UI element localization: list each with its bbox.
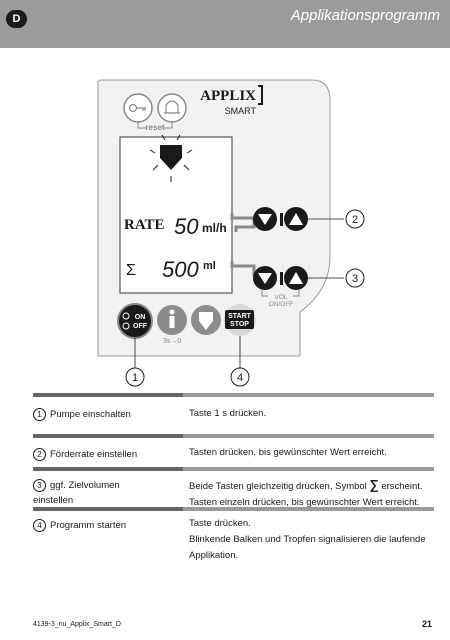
volume-up-button[interactable] xyxy=(284,266,308,290)
svg-text:1: 1 xyxy=(132,372,138,384)
step-4-desc: Taste drücken. Blinkende Balken und Trop… xyxy=(189,518,426,561)
svg-text:ON: ON xyxy=(135,314,146,321)
bell-icon xyxy=(157,93,187,123)
rate-down-button[interactable] xyxy=(253,207,277,231)
volume-unit: ml xyxy=(203,260,216,272)
svg-text:3: 3 xyxy=(352,273,358,285)
info-hint: 3s→0 xyxy=(163,338,181,345)
callout-1: 1 xyxy=(125,367,145,387)
svg-text:OFF: OFF xyxy=(133,323,148,330)
step-1-desc: Taste 1 s drücken. xyxy=(189,408,267,419)
vol-label: VOL xyxy=(274,294,287,301)
svg-text:4: 4 xyxy=(237,372,243,384)
callout-4: 4 xyxy=(230,367,250,387)
drop-button[interactable] xyxy=(191,305,221,335)
rate-up-button[interactable] xyxy=(284,207,308,231)
step-2-desc: Tasten drücken, bis gewünschter Wert err… xyxy=(189,447,387,458)
reset-label: reset xyxy=(145,123,164,132)
brand-logo: APPLIX xyxy=(200,88,256,104)
step-divider xyxy=(33,393,434,397)
rate-label: RATE xyxy=(124,217,165,233)
info-button[interactable] xyxy=(157,305,187,335)
rate-unit: ml/h xyxy=(202,221,227,235)
pump-illustration: APPLIX SMART reset RATE 50 ml/h Σ 500 ml xyxy=(97,79,365,387)
page-number: 21 xyxy=(421,619,432,629)
sum-symbol: Σ xyxy=(126,262,136,279)
language-badge: D xyxy=(6,10,27,28)
step-divider xyxy=(33,467,434,471)
svg-text:STOP: STOP xyxy=(230,321,249,328)
svg-text:2: 2 xyxy=(352,214,358,226)
callout-3: 3 xyxy=(345,268,365,288)
document-id: 4139-3_nu_Applix_Smart_D xyxy=(33,621,121,628)
svg-text:START: START xyxy=(228,313,252,320)
start-stop-button[interactable]: START STOP xyxy=(224,304,256,336)
brand-bracket xyxy=(258,85,263,105)
page-header: D Applikationsprogramm xyxy=(0,0,450,48)
on-off-button[interactable]: ON OFF xyxy=(117,303,153,339)
step-divider xyxy=(33,507,434,511)
callout-2: 2 xyxy=(345,209,365,229)
vol-sublabel: ON/OFF xyxy=(269,301,294,308)
volume-down-button[interactable] xyxy=(253,266,277,290)
model-label: SMART xyxy=(225,106,257,116)
page-title: Applikationsprogramm xyxy=(290,7,440,24)
drop-icon xyxy=(160,145,182,170)
volume-value: 500 xyxy=(162,257,199,282)
key-icon xyxy=(123,93,153,123)
step-divider xyxy=(33,434,434,438)
step-3-desc: Beide Tasten gleichzeitig drücken, Symbo… xyxy=(189,477,423,508)
rate-value: 50 xyxy=(174,214,199,239)
